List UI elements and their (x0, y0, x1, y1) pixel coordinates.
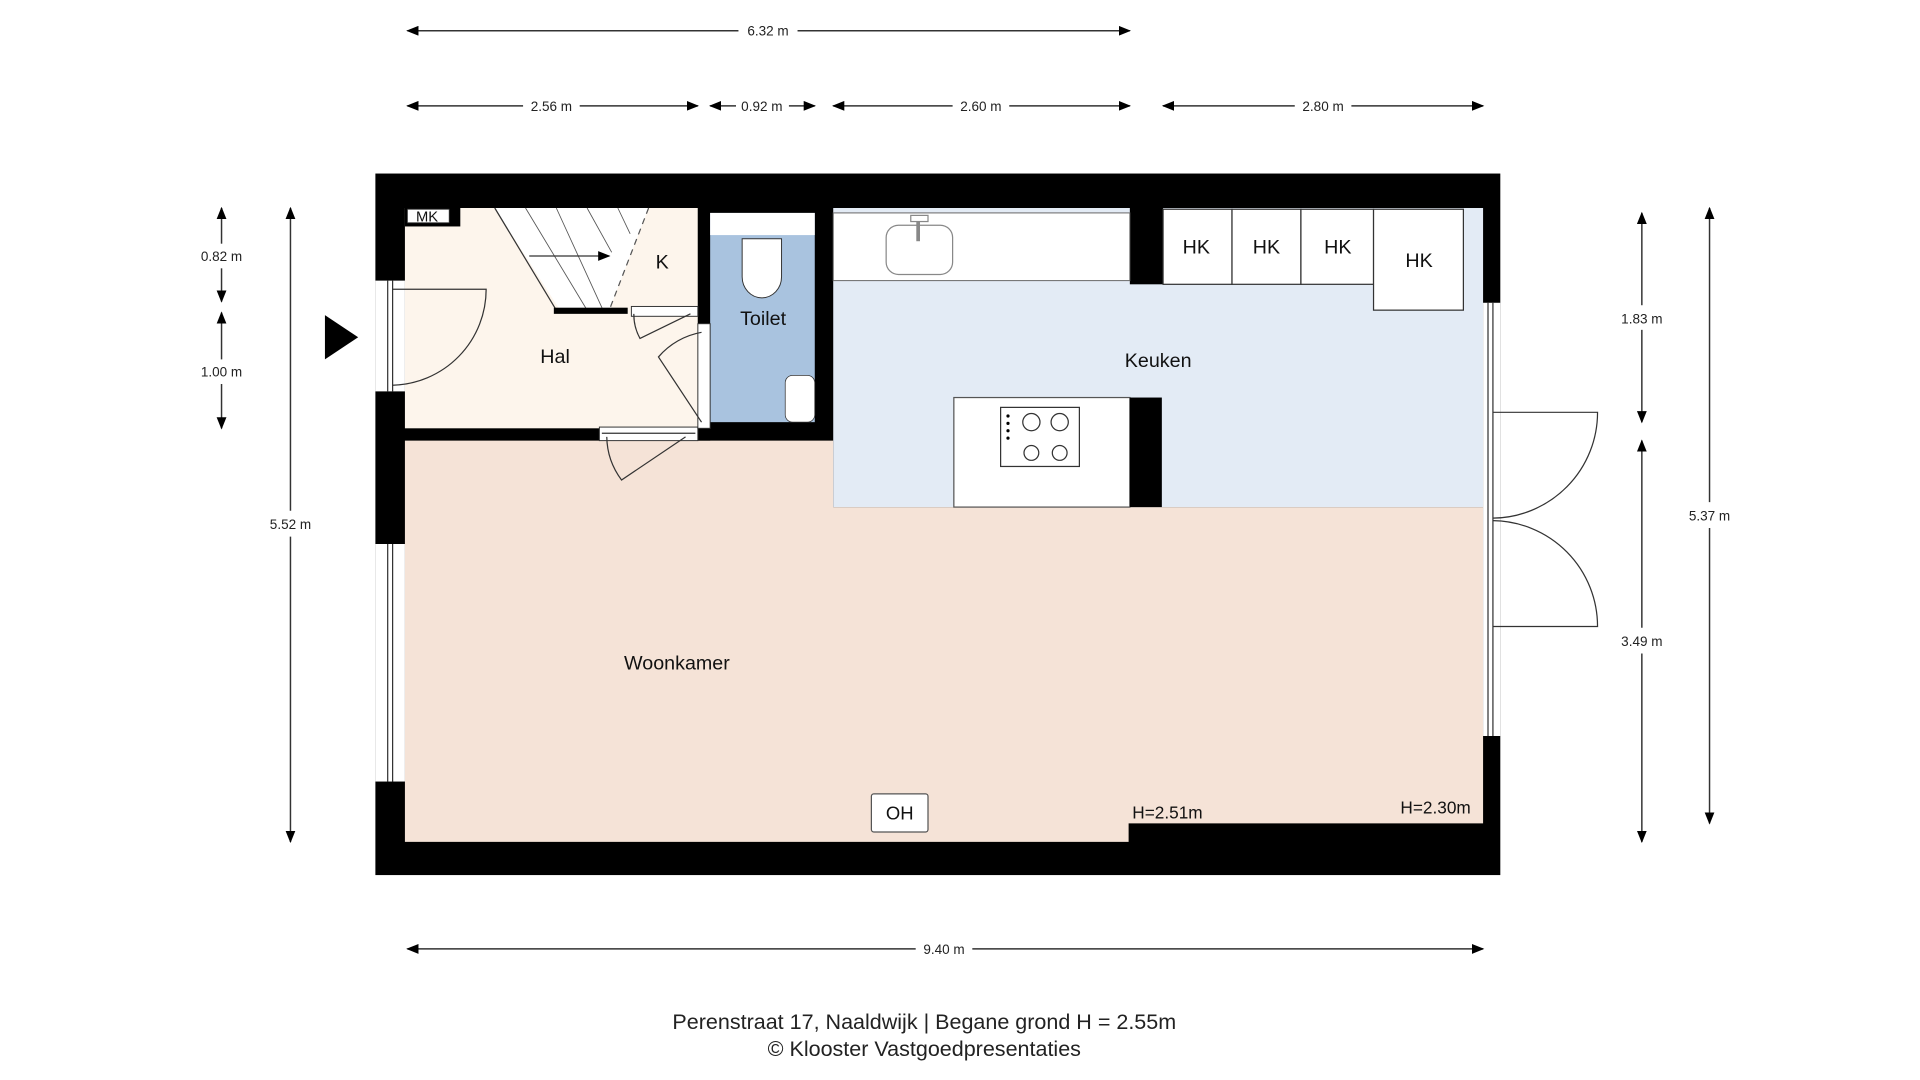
kitchen-pillar (1129, 208, 1164, 285)
dim-right: 1.83 m (1621, 312, 1662, 327)
kitchen-counter (832, 212, 1131, 282)
toilet-bowl-icon (741, 238, 783, 299)
dim-right-total: 5.37 m (1689, 509, 1730, 524)
height-woonkamer: H=2.51m (1132, 802, 1202, 822)
height-keuken: H=2.30m (1400, 798, 1470, 818)
hk-label: HK (1405, 250, 1432, 272)
hk-label: HK (1253, 237, 1280, 259)
toilet-sink-icon (784, 375, 816, 423)
dim-bottom-total: 9.40 m (923, 942, 964, 957)
dim-top: 2.80 m (1302, 99, 1343, 114)
dim-left: 0.82 m (201, 249, 242, 264)
dim-top: 0.92 m (741, 99, 782, 114)
room-label-keuken: Keuken (1125, 350, 1192, 372)
dim-left: 1.00 m (201, 365, 242, 380)
oh-box (870, 793, 929, 833)
caption-copyright: © Klooster Vastgoedpresentaties (768, 1037, 1081, 1061)
caption-address: Perenstraat 17, Naaldwijk | Begane grond… (672, 1010, 1176, 1034)
dim-top: 2.60 m (960, 99, 1001, 114)
hk-label: HK (1324, 237, 1351, 259)
dim-left-total: 5.52 m (270, 517, 311, 532)
room-woonkamer (404, 440, 1484, 842)
oh-label: OH (886, 803, 914, 824)
entrance-arrow-icon (324, 315, 359, 360)
dim-right: 3.49 m (1621, 634, 1662, 649)
room-label-closet: K (656, 251, 669, 273)
kitchen-cabinets (1162, 208, 1464, 311)
meter-cupboard-label: MK (416, 210, 438, 226)
dim-top-total: 6.32 m (747, 24, 788, 39)
staircase (494, 207, 650, 314)
dimension-lines (216, 25, 1715, 954)
dim-top: 2.56 m (531, 99, 572, 114)
room-label-toilet: Toilet (740, 308, 786, 330)
hk-label: HK (1183, 237, 1210, 259)
cooktop-icon (1000, 406, 1080, 468)
room-label-woonkamer: Woonkamer (624, 653, 730, 675)
room-label-hal: Hal (540, 346, 570, 368)
